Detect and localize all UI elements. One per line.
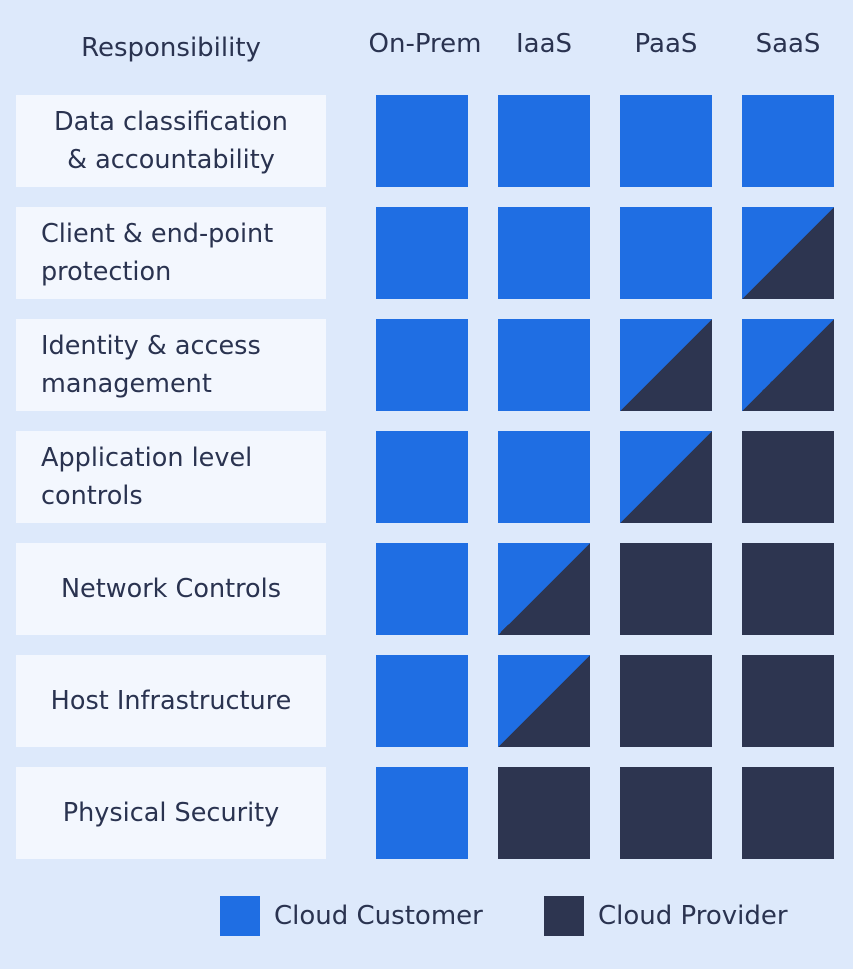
cell-on-prem-customer bbox=[376, 431, 468, 523]
cell-saas-provider bbox=[742, 431, 834, 523]
cell-paas-provider bbox=[620, 543, 712, 635]
matrix-row: Client & end-point protection bbox=[0, 207, 853, 299]
row-label-text: Physical Security bbox=[62, 798, 280, 828]
header-saas: SaaS bbox=[755, 29, 821, 59]
cell-saas-provider bbox=[742, 543, 834, 635]
cell-paas-shared bbox=[620, 319, 712, 411]
cell-paas-shared bbox=[620, 431, 712, 523]
legend-swatch-customer bbox=[220, 896, 260, 936]
row-label: Client & end-point protection bbox=[16, 207, 326, 299]
cell-on-prem-customer bbox=[376, 655, 468, 747]
matrix-row: Application level controls bbox=[0, 431, 853, 523]
legend-swatch-provider bbox=[544, 896, 584, 936]
cell-paas-provider bbox=[620, 767, 712, 859]
matrix-row: Physical Security bbox=[0, 767, 853, 859]
cell-on-prem-customer bbox=[376, 95, 468, 187]
matrix-row: Network Controls bbox=[0, 543, 853, 635]
cell-paas-provider bbox=[620, 655, 712, 747]
row-label-text: Application level controls bbox=[41, 443, 253, 511]
cell-iaas-shared bbox=[498, 543, 590, 635]
cell-on-prem-customer bbox=[376, 767, 468, 859]
row-label: Host Infrastructure bbox=[16, 655, 326, 747]
legend-label-customer: Cloud Customer bbox=[274, 901, 483, 931]
row-label: Application level controls bbox=[16, 431, 326, 523]
header-paas: PaaS bbox=[634, 29, 698, 59]
cell-iaas-customer bbox=[498, 207, 590, 299]
cell-iaas-customer bbox=[498, 431, 590, 523]
cell-on-prem-customer bbox=[376, 543, 468, 635]
matrix-row: Identity & access management bbox=[0, 319, 853, 411]
header-on-prem: On-Prem bbox=[368, 29, 482, 59]
cell-paas-customer bbox=[620, 95, 712, 187]
cell-on-prem-customer bbox=[376, 319, 468, 411]
cell-iaas-customer bbox=[498, 319, 590, 411]
cell-iaas-provider bbox=[498, 767, 590, 859]
row-label-text: Identity & access management bbox=[41, 331, 261, 399]
cell-saas-provider bbox=[742, 767, 834, 859]
row-label-text: Client & end-point protection bbox=[41, 219, 274, 287]
row-label: Data classification & accountability bbox=[16, 95, 326, 187]
cell-saas-shared bbox=[742, 319, 834, 411]
header-responsibility: Responsibility bbox=[81, 33, 261, 63]
row-label-text: Data classification & accountability bbox=[54, 107, 288, 175]
row-label-text: Network Controls bbox=[60, 574, 282, 604]
cell-on-prem-customer bbox=[376, 207, 468, 299]
row-label: Physical Security bbox=[16, 767, 326, 859]
cell-saas-provider bbox=[742, 655, 834, 747]
cell-iaas-customer bbox=[498, 95, 590, 187]
row-label: Network Controls bbox=[16, 543, 326, 635]
header-iaas: IaaS bbox=[515, 29, 573, 59]
cell-paas-customer bbox=[620, 207, 712, 299]
legend-label-provider: Cloud Provider bbox=[598, 901, 788, 931]
cell-saas-shared bbox=[742, 207, 834, 299]
row-label: Identity & access management bbox=[16, 319, 326, 411]
cell-iaas-shared bbox=[498, 655, 590, 747]
matrix-row: Host Infrastructure bbox=[0, 655, 853, 747]
row-label-text: Host Infrastructure bbox=[50, 686, 292, 716]
cell-saas-customer bbox=[742, 95, 834, 187]
matrix-row: Data classification & accountability bbox=[0, 95, 853, 187]
